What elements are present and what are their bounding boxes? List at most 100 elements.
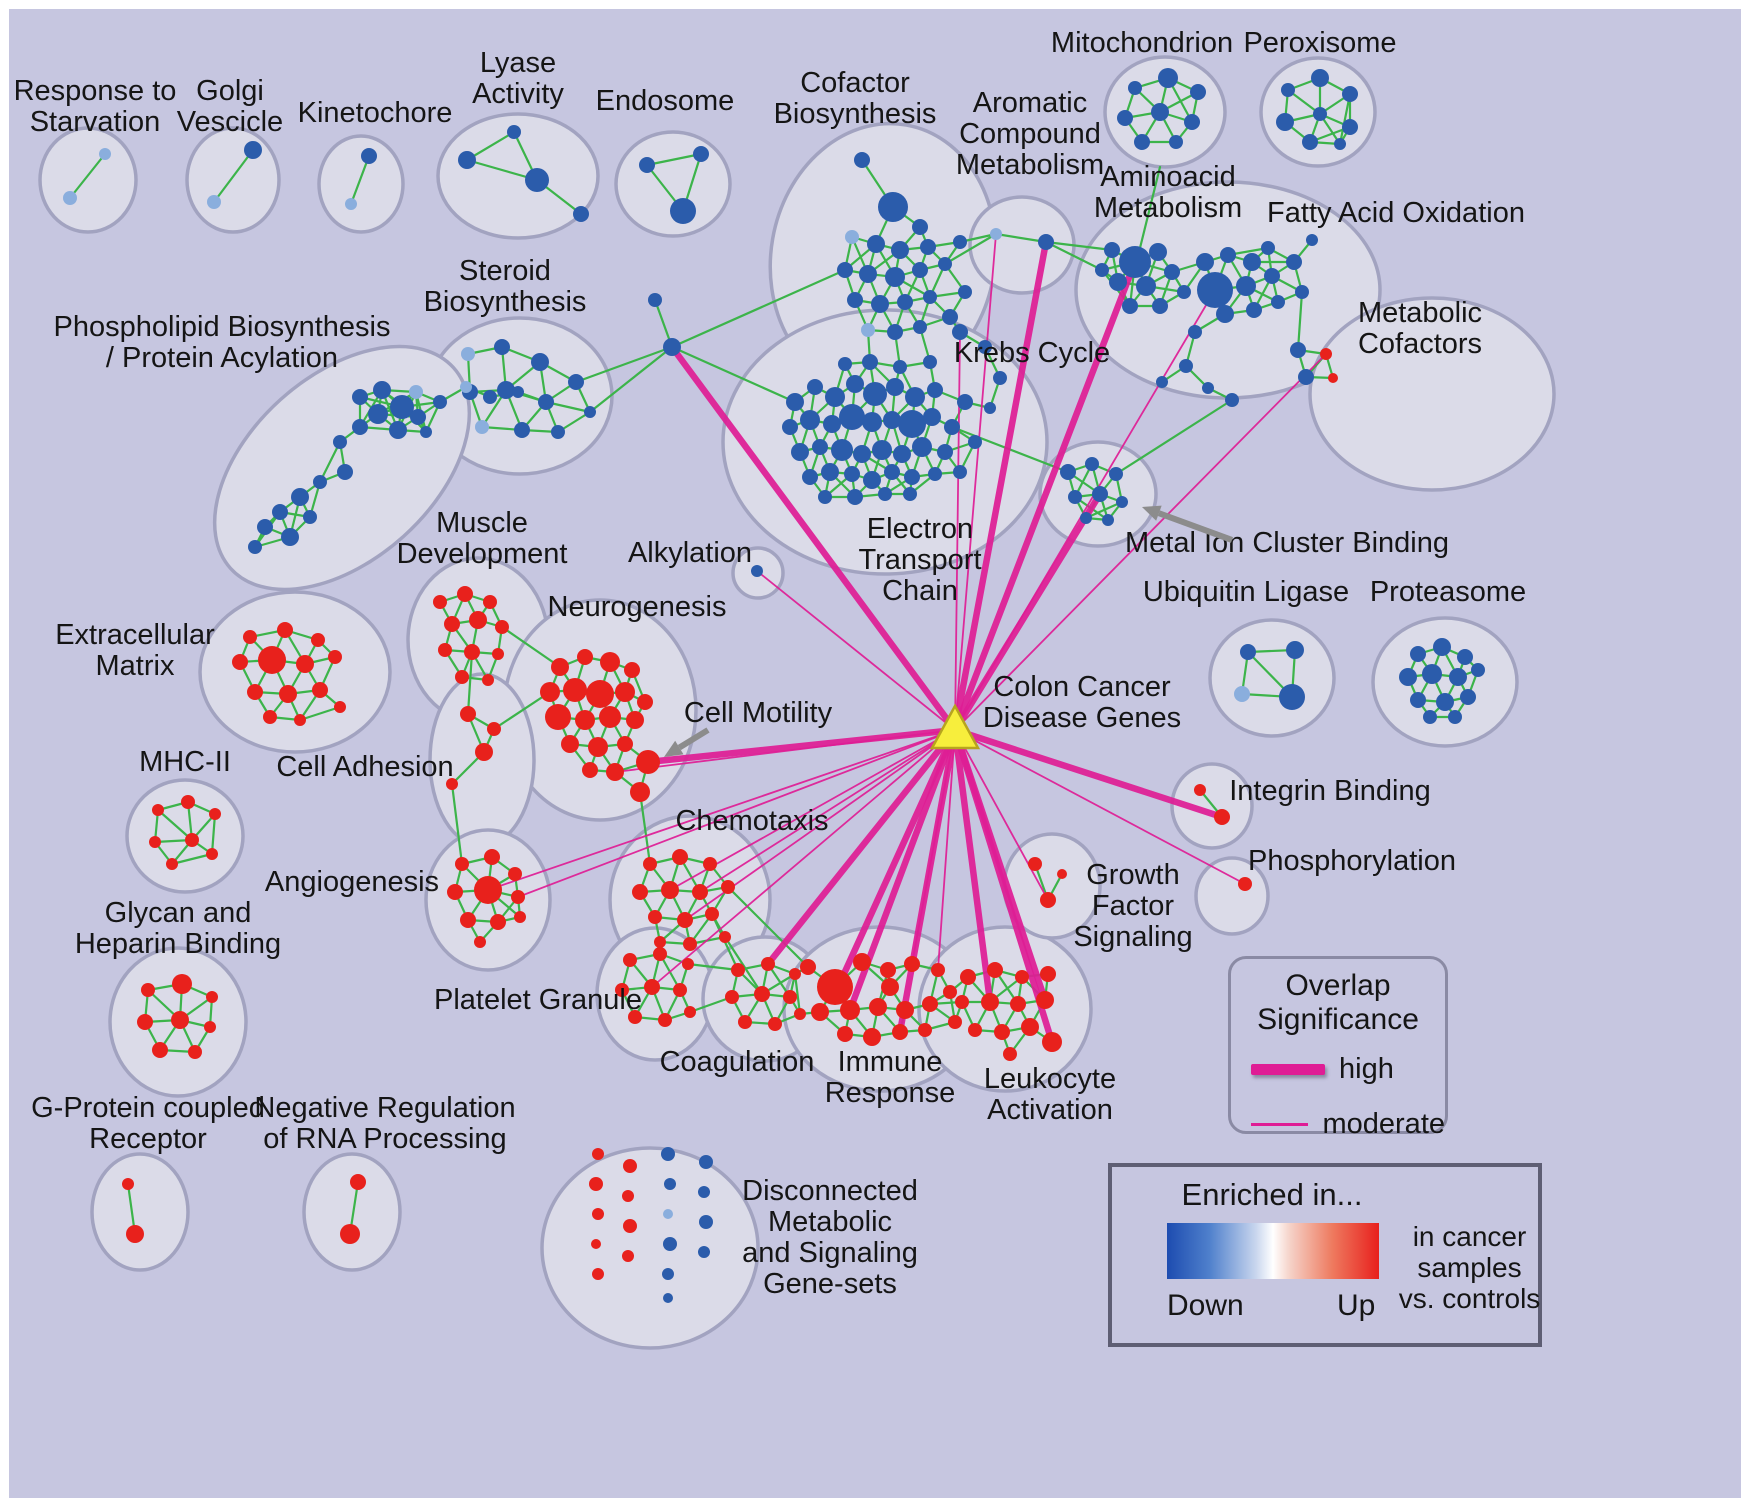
gene-set-node — [831, 439, 853, 461]
gene-set-node — [664, 1178, 676, 1190]
label-electron-transport-chain: Chain — [882, 575, 958, 607]
gene-set-node — [891, 241, 909, 259]
label-lyase-activity: Activity — [472, 78, 564, 110]
gene-set-node — [1109, 273, 1127, 291]
gene-set-node — [768, 1017, 782, 1031]
gene-set-node — [1433, 638, 1451, 656]
cluster-ellipse-disconnected-gene-sets — [540, 1146, 760, 1350]
gene-set-node — [825, 387, 845, 407]
gene-set-node — [409, 385, 423, 399]
gene-set-node — [905, 387, 925, 407]
label-cofactor-biosynthesis: Cofactor — [800, 67, 910, 99]
gene-set-node — [181, 795, 195, 809]
gene-set-node — [783, 990, 797, 1004]
overlap-edge-moderate — [911, 729, 956, 965]
gene-set-node — [592, 1268, 604, 1280]
high-significance-row: high — [1251, 1053, 1445, 1086]
gene-set-node — [258, 646, 286, 674]
gene-set-node — [350, 1174, 366, 1190]
gene-set-node — [1236, 276, 1256, 296]
overlap-edge-high — [951, 726, 1226, 821]
label-immune-response: Immune — [838, 1046, 943, 1078]
gene-set-edge — [645, 152, 703, 167]
disease-genes-triangle — [929, 703, 981, 750]
label-negative-regulation-rna: Negative Regulation — [254, 1092, 515, 1124]
label-phosphorylation: Phosphorylation — [1248, 845, 1456, 877]
overlap-edge-moderate — [651, 729, 956, 988]
label-platelet-granule: Platelet Granule — [434, 984, 642, 1016]
gene-set-node — [658, 1013, 672, 1027]
gene-set-node — [626, 711, 644, 729]
gene-set-node — [1220, 247, 1236, 263]
label-metal-ion-cluster-binding: Metal Ion Cluster Binding — [1125, 527, 1449, 559]
moderate-significance-row: moderate — [1251, 1108, 1445, 1141]
gene-set-edge — [688, 995, 734, 1014]
gene-set-node — [561, 735, 579, 753]
gene-set-edge — [670, 345, 797, 404]
gene-set-node — [624, 662, 640, 678]
cluster-ellipse-kinetochore — [317, 134, 405, 234]
gene-set-node — [630, 782, 650, 802]
gene-set-node — [923, 408, 941, 426]
gene-set-node — [636, 750, 660, 774]
gene-set-node — [507, 125, 521, 139]
gene-set-node — [1457, 649, 1473, 665]
gene-set-node — [545, 704, 571, 730]
gene-set-node — [512, 386, 524, 398]
gene-set-node — [1152, 298, 1168, 314]
overlap-edge-moderate — [954, 233, 997, 731]
gene-set-node — [373, 381, 391, 399]
gene-set-node — [821, 463, 839, 481]
label-muscle-development: Development — [397, 538, 568, 570]
gene-set-node — [185, 833, 199, 847]
label-disconnected-gene-sets: Metabolic — [768, 1206, 892, 1238]
overlap-edge-moderate — [669, 729, 956, 891]
label-integrin-binding: Integrin Binding — [1229, 775, 1431, 807]
gene-set-node — [311, 633, 325, 647]
gene-set-node — [663, 1237, 677, 1251]
label-steroid-biosynthesis: Biosynthesis — [424, 286, 587, 318]
label-cofactor-biosynthesis: Biosynthesis — [774, 98, 937, 130]
gene-set-node — [1109, 467, 1123, 481]
gene-set-node — [1261, 241, 1275, 255]
gene-set-node — [1410, 692, 1426, 708]
gene-set-node — [1092, 486, 1108, 502]
gene-set-node — [653, 947, 667, 961]
layer-nodes — [63, 68, 1485, 1303]
gene-set-node — [63, 191, 77, 205]
gene-set-node — [837, 1026, 853, 1042]
label-lyase-activity: Lyase — [480, 47, 556, 79]
gene-set-node — [794, 1008, 806, 1020]
gene-set-node — [663, 338, 681, 356]
gene-set-node — [845, 230, 859, 244]
gene-set-node — [693, 146, 709, 162]
gene-set-node — [1342, 119, 1358, 135]
gene-set-edge — [1044, 240, 1104, 272]
label-angiogenesis: Angiogenesis — [265, 866, 439, 898]
label-immune-response: Response — [825, 1077, 956, 1109]
gene-set-edge — [723, 935, 764, 996]
gene-set-node — [1151, 103, 1169, 121]
gene-set-node — [1264, 268, 1280, 284]
gene-set-node — [1243, 253, 1261, 271]
gene-set-node — [812, 439, 828, 455]
gene-set-node — [623, 1219, 637, 1233]
label-electron-transport-chain: Electron — [867, 513, 973, 545]
gene-set-node — [1003, 1047, 1017, 1061]
cluster-ellipse-lyase-activity — [436, 112, 600, 240]
label-peroxisome: Peroxisome — [1243, 27, 1396, 59]
gene-set-node — [912, 437, 932, 457]
gene-set-node — [913, 320, 927, 334]
gene-set-node — [623, 1159, 637, 1173]
gene-set-node — [1295, 285, 1309, 299]
gene-set-node — [918, 1023, 932, 1037]
label-aminoacid-metabolism: Aminoacid — [1100, 161, 1235, 193]
layer-arrows — [664, 505, 1234, 757]
gene-set-node — [892, 1024, 908, 1040]
gene-set-node — [886, 378, 904, 396]
gene-set-node — [1104, 242, 1120, 258]
gene-set-node — [1196, 253, 1214, 271]
gene-set-node — [639, 157, 655, 173]
gene-set-node — [698, 1246, 710, 1258]
